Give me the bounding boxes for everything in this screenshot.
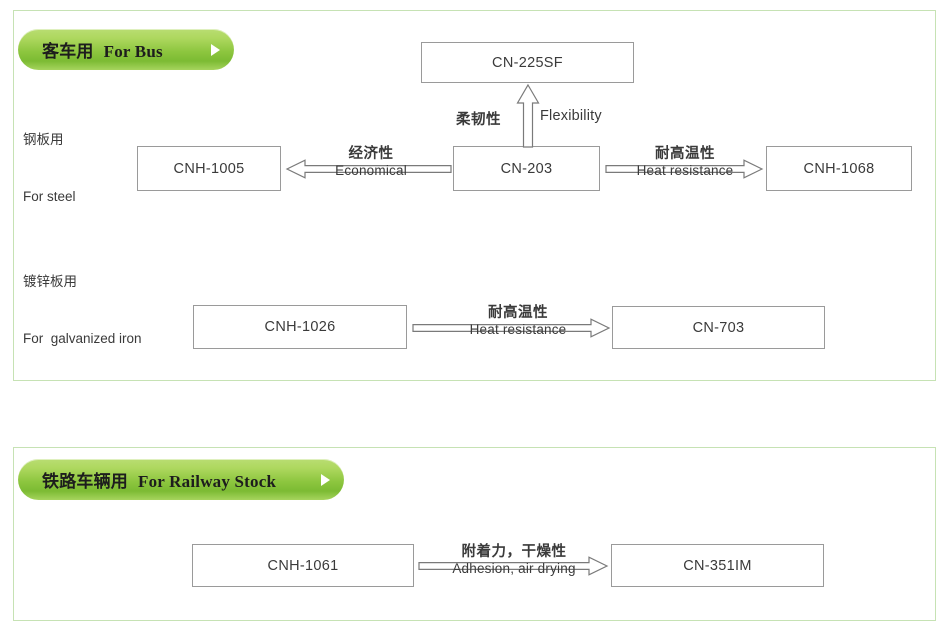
group-caption-cn: 钢板用 xyxy=(23,132,64,147)
product-box-cn-351im[interactable]: CN-351IM xyxy=(611,544,824,587)
product-box-cnh-1026[interactable]: CNH-1026 xyxy=(193,305,407,349)
arrow-label-flexibility-cn: 柔韧性 xyxy=(456,112,501,128)
arrow-label-adhesion-air-drying: 附着力，干燥性 Adhesion, air drying xyxy=(418,540,610,576)
arrow-label-heat-cn: 耐高温性 xyxy=(488,305,548,321)
section-header-label-cn: 客车用 xyxy=(42,42,94,61)
group-caption-cn: 镀锌板用 xyxy=(23,274,77,289)
product-box-cnh-1005[interactable]: CNH-1005 xyxy=(137,146,281,191)
section-header-label-cn: 铁路车辆用 xyxy=(42,472,128,491)
group-caption-en: For galvanized iron xyxy=(23,331,142,346)
section-header-for-bus[interactable]: 客车用 For Bus xyxy=(18,29,234,70)
section-header-label: 客车用 For Bus xyxy=(42,37,163,62)
arrow-label-adhesion-en: Adhesion, air drying xyxy=(452,561,576,576)
arrow-label-economical-cn: 经济性 xyxy=(348,146,394,162)
arrow-label-heat-en: Heat resistance xyxy=(469,322,567,337)
group-caption-for-steel: 钢板用 For steel xyxy=(23,92,76,225)
product-box-cn-225sf[interactable]: CN-225SF xyxy=(421,42,634,83)
arrow-label-heat-resistance-steel: 耐高温性 Heat resistance xyxy=(605,142,765,178)
section-header-label-en: For Bus xyxy=(103,42,163,61)
product-box-cn-703[interactable]: CN-703 xyxy=(612,306,825,349)
arrow-label-economical: 经济性 Economical xyxy=(296,142,446,178)
section-header-for-railway-stock[interactable]: 铁路车辆用 For Railway Stock xyxy=(18,459,344,500)
arrow-left-economical xyxy=(285,158,452,180)
arrow-right-adhesion-air-drying xyxy=(418,555,609,577)
arrow-up-flexibility xyxy=(516,83,540,148)
arrow-label-heat-en: Heat resistance xyxy=(636,163,734,178)
arrow-right-heat-resistance-steel xyxy=(605,158,764,180)
group-caption-for-galvanized-iron: 镀锌板用 For galvanized iron xyxy=(23,234,142,367)
section-header-label: 铁路车辆用 For Railway Stock xyxy=(42,467,276,492)
product-box-cnh-1068[interactable]: CNH-1068 xyxy=(766,146,912,191)
triangle-right-icon xyxy=(321,473,330,486)
arrow-label-heat-cn: 耐高温性 xyxy=(655,146,715,162)
arrow-label-heat-resistance-galvanized: 耐高温性 Heat resistance xyxy=(423,301,613,337)
triangle-right-icon xyxy=(211,43,220,56)
arrow-right-heat-resistance-galvanized xyxy=(412,317,611,339)
section-header-label-en: For Railway Stock xyxy=(138,472,277,491)
product-box-cnh-1061[interactable]: CNH-1061 xyxy=(192,544,414,587)
group-caption-en: For steel xyxy=(23,189,76,204)
arrow-label-adhesion-cn: 附着力，干燥性 xyxy=(461,544,567,560)
arrow-label-economical-en: Economical xyxy=(335,163,407,178)
product-box-cn-203[interactable]: CN-203 xyxy=(453,146,600,191)
arrow-label-flexibility-en: Flexibility xyxy=(540,108,602,124)
